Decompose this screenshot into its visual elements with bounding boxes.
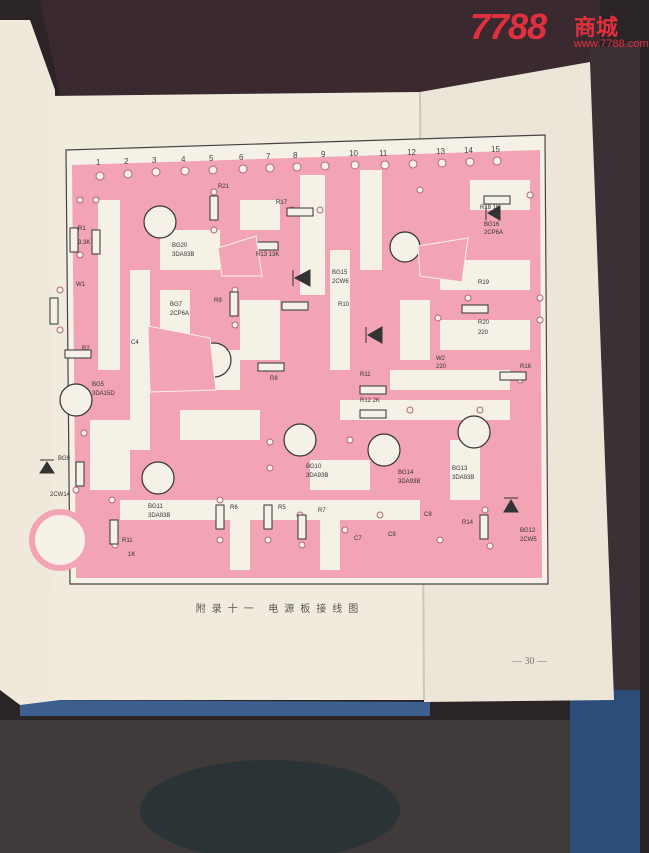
watermark-brand: 商城 <box>574 16 619 41</box>
blue-book-edge <box>20 700 430 716</box>
terminal-pads <box>95 156 502 181</box>
solder-pads <box>56 186 544 550</box>
figure-caption: 附录十一 电源板接线图 <box>195 604 365 615</box>
upper-dark-cover <box>40 0 600 95</box>
watermark-number: 7788 <box>470 6 547 47</box>
dark-rug <box>140 760 400 853</box>
resistors <box>49 195 527 545</box>
blue-box <box>570 690 640 853</box>
mounting-hole <box>29 509 91 571</box>
watermark-url: www.7788.com <box>574 38 649 50</box>
page-number: — 30 — <box>512 656 547 667</box>
heatsink-pads <box>147 235 469 393</box>
watermark: 7788 商城 www.7788.com <box>470 4 649 56</box>
